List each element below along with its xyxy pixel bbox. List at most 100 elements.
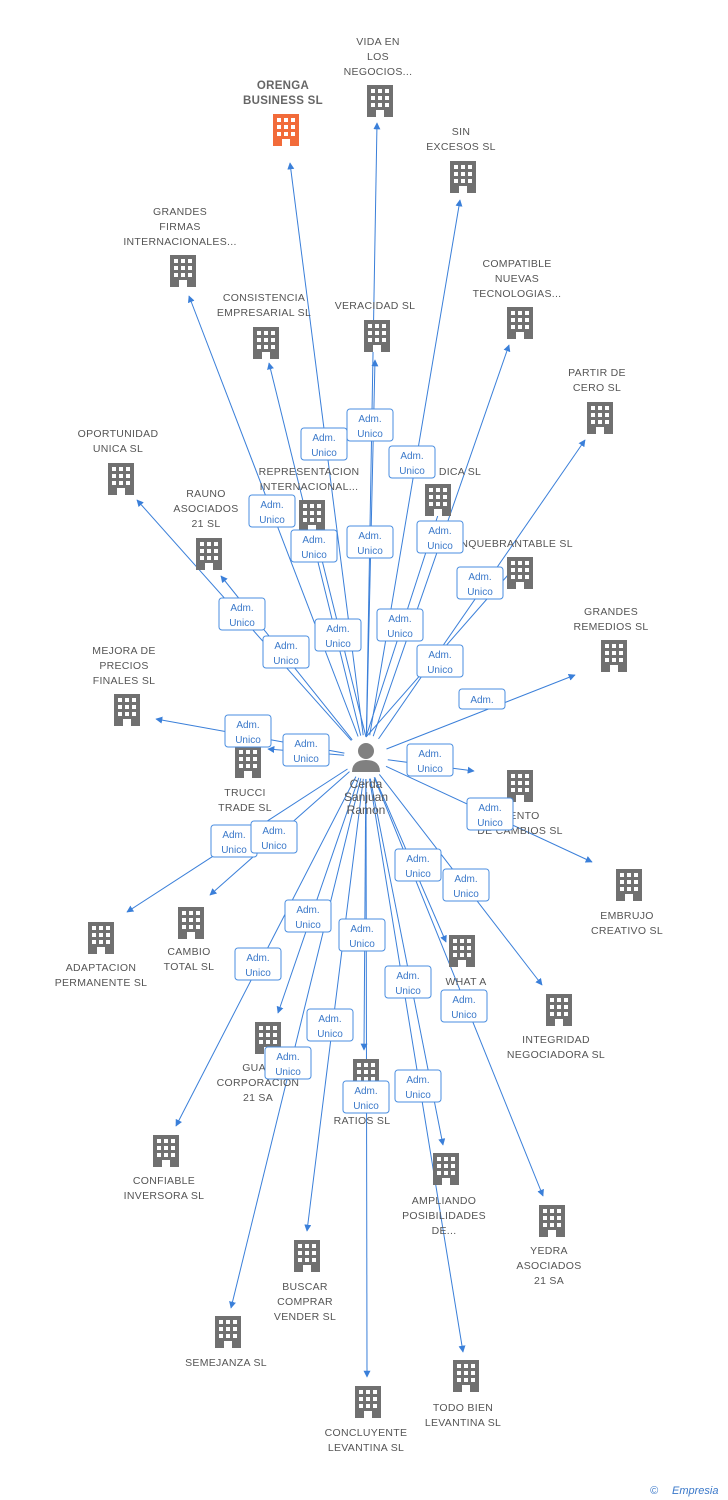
role-badge[interactable]: Adm.Unico <box>416 644 464 678</box>
company-label: COMPATIBLE <box>482 258 551 270</box>
badge-line1: Adm. <box>428 650 451 661</box>
badge-line1: Adm. <box>478 803 501 814</box>
badge-line1: Adm. <box>454 874 477 885</box>
building-icon <box>367 85 393 117</box>
role-badge[interactable]: Adm. Unico <box>338 918 386 952</box>
company-node-grandesfirmas[interactable]: GRANDESFIRMASINTERNACIONALES... <box>123 206 236 287</box>
role-badge[interactable]: Adm.Unico <box>282 733 330 767</box>
building-icon <box>88 922 114 954</box>
role-badge[interactable]: Adm.Unico <box>284 899 332 933</box>
badge-line2: Unico <box>353 1101 379 1112</box>
role-badge-partial[interactable]: Adm. <box>458 688 506 710</box>
role-badge[interactable]: Adm. Unico <box>290 529 338 563</box>
role-badge[interactable]: Adm.Unico <box>300 427 348 461</box>
badge-line1: Adm. <box>294 739 317 750</box>
role-badge[interactable]: Adm.Unico <box>342 1080 390 1114</box>
company-label: YEDRA <box>530 1245 568 1257</box>
company-label: GRANDES <box>153 206 207 218</box>
badge-line2: Unico <box>387 629 413 640</box>
role-badge[interactable]: Adm.Unico <box>248 494 296 528</box>
company-label: 21 SA <box>534 1275 564 1287</box>
role-badge[interactable]: Adm.Unico <box>306 1008 354 1042</box>
company-label: TRADE SL <box>218 802 272 814</box>
company-node-ampliando[interactable]: AMPLIANDOPOSIBILIDADESDE... <box>402 1153 486 1237</box>
role-badge[interactable]: Adm.Unico <box>314 618 362 652</box>
role-badge[interactable]: Adm.Unico <box>416 520 464 554</box>
company-node-inquebrantable[interactable]: INQUEBRANTABLE SL <box>457 538 573 589</box>
role-badge[interactable]: Adm.Unico <box>234 947 282 981</box>
role-badge[interactable]: Adm. Unico <box>466 797 514 831</box>
company-node-veracidad[interactable]: VERACIDAD SL <box>335 300 416 352</box>
role-badge[interactable]: Adm.Unico <box>394 848 442 882</box>
copyright-symbol: © <box>650 1485 659 1497</box>
role-badge[interactable]: Adm.Unico <box>456 566 504 600</box>
badge-line2: Unico <box>301 550 327 561</box>
badge-line2: Unico <box>395 986 421 997</box>
role-badge[interactable]: Adm.Unico <box>218 597 266 631</box>
building-icon <box>449 935 475 967</box>
company-label: TECNOLOGIAS... <box>473 288 562 300</box>
company-label: TODO BIEN <box>433 1402 493 1414</box>
badge-line2: Unico <box>477 818 503 829</box>
company-node-yedra[interactable]: YEDRA ASOCIADOS 21 SA <box>516 1205 581 1287</box>
edge-grandesremedios <box>386 674 576 750</box>
building-icon <box>170 255 196 287</box>
building-icon <box>546 994 572 1026</box>
badge-line1: Adm. <box>296 905 319 916</box>
role-badge[interactable]: Adm.Unico <box>250 820 298 854</box>
company-label: SEMEJANZA SL <box>185 1357 267 1369</box>
company-label: LEVANTINA SL <box>425 1417 501 1429</box>
building-icon <box>616 869 642 901</box>
person-icon <box>352 743 380 772</box>
role-badge[interactable]: Adm.Unico <box>388 445 436 479</box>
badge-line2: Unico <box>349 939 375 950</box>
badge-line1: Adm. <box>230 603 253 614</box>
building-icon <box>425 484 451 516</box>
company-node-compatible[interactable]: COMPATIBLENUEVASTECNOLOGIAS... <box>473 258 562 339</box>
company-label: INTERNACIONALES... <box>123 236 236 248</box>
company-node-vida[interactable]: VIDA ENLOSNEGOCIOS... <box>344 36 413 117</box>
company-label: 21 SL <box>192 518 221 530</box>
edge-buscar <box>304 778 364 1232</box>
role-badge[interactable]: Adm.Unico <box>376 608 424 642</box>
role-badge[interactable]: Adm.Unico <box>346 408 394 442</box>
company-node-dica[interactable]: DICA SL <box>425 466 481 516</box>
role-badge[interactable]: Adm.Unico <box>394 1069 442 1103</box>
company-label: CREATIVO SL <box>591 925 663 937</box>
role-badge[interactable]: Adm.Unico <box>440 989 488 1023</box>
company-node-semejanza[interactable]: SEMEJANZA SL <box>185 1316 267 1369</box>
building-icon <box>507 557 533 589</box>
company-label: OPORTUNIDAD <box>78 428 159 440</box>
role-badge[interactable]: Adm.Unico <box>224 714 272 748</box>
role-badge[interactable]: Adm.Unico <box>406 743 454 777</box>
role-badge[interactable]: Adm.Unico <box>262 635 310 669</box>
edge-guad <box>276 777 360 1014</box>
role-badge[interactable]: Adm.Unico <box>384 965 432 999</box>
badge-line1: Adm. <box>302 535 325 546</box>
badge-line1: Adm. <box>350 924 373 935</box>
company-node-todobien[interactable]: TODO BIEN LEVANTINA SL <box>425 1360 501 1429</box>
role-badge[interactable]: Adm.Unico <box>264 1046 312 1080</box>
role-badge[interactable]: Adm.Unico <box>210 824 258 858</box>
role-badge[interactable]: Adm.Unico <box>346 525 394 559</box>
company-label: ASOCIADOS <box>516 1260 581 1272</box>
role-badge[interactable]: Adm.Unico <box>442 868 490 902</box>
